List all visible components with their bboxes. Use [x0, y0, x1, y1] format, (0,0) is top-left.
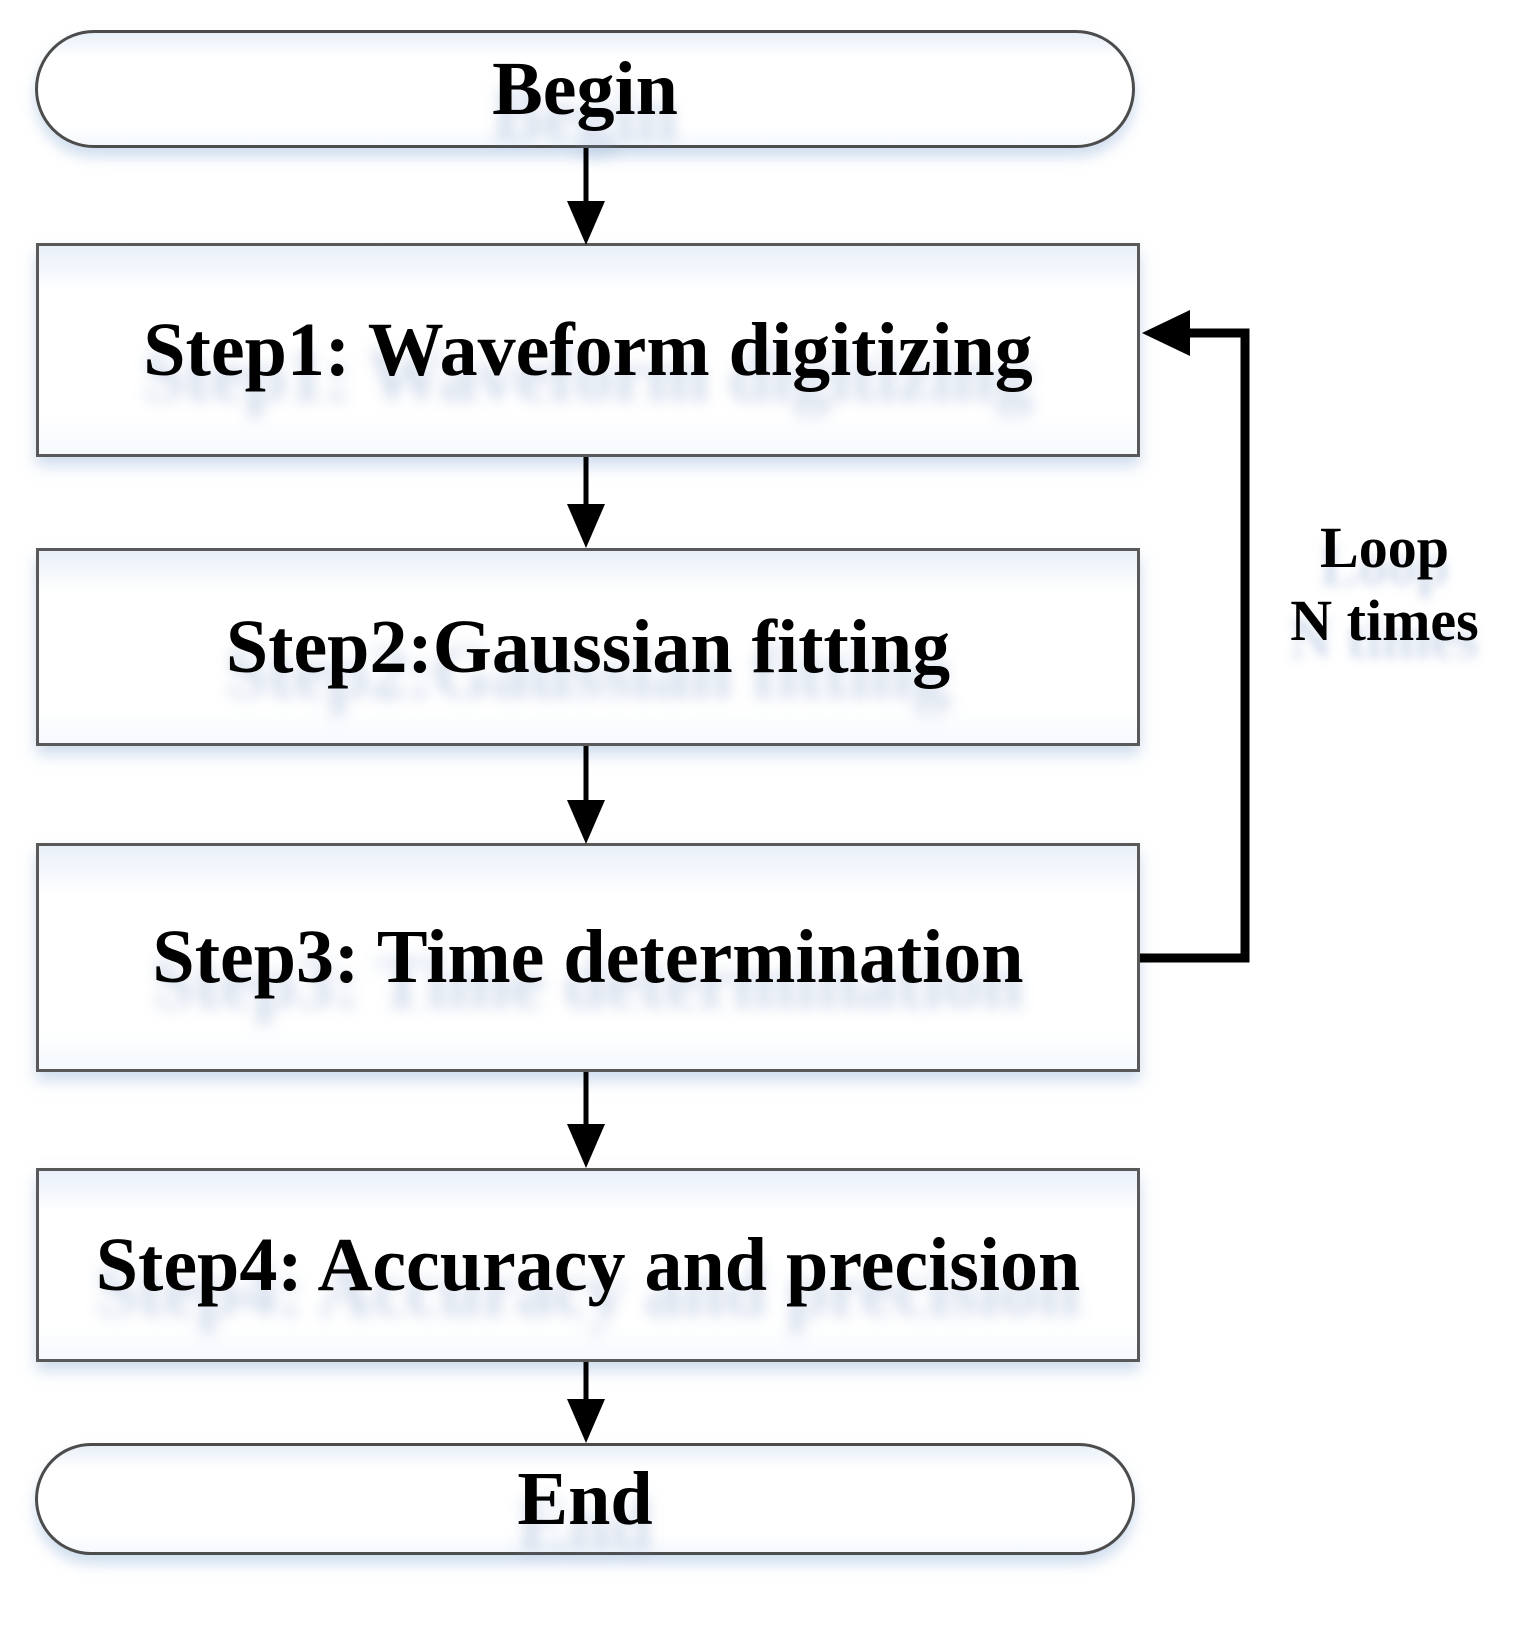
arrow-step4-to-end-head	[567, 1399, 605, 1443]
node-step2-gaussian-fitting: Step2:Gaussian fitting	[36, 548, 1140, 746]
node-end-label: End	[517, 1456, 653, 1541]
loop-arrow-head	[1142, 310, 1190, 356]
node-step1-label: Step1: Waveform digitizing	[143, 307, 1033, 392]
loop-label-line1: Loop	[1320, 515, 1449, 580]
arrow-step2-to-step3-head	[567, 800, 605, 844]
node-step3-label: Step3: Time determination	[152, 915, 1024, 999]
arrow-step1-to-step2-head	[567, 504, 605, 548]
node-step4-label: Step4: Accuracy and precision	[95, 1222, 1081, 1307]
arrow-begin-to-step1	[567, 148, 605, 245]
node-step3-time-determination: Step3: Time determination	[36, 843, 1140, 1072]
node-begin: Begin	[35, 30, 1135, 148]
node-begin-label: Begin	[492, 46, 678, 131]
loop-n-times-label: Loop N times	[1230, 512, 1539, 657]
arrow-step4-to-end	[567, 1362, 605, 1443]
arrow-step1-to-step2	[567, 457, 605, 548]
node-end: End	[35, 1443, 1135, 1555]
loop-label-line2: N times	[1290, 587, 1479, 653]
node-step1-waveform-digitizing: Step1: Waveform digitizing	[36, 243, 1140, 457]
arrow-begin-to-step1-head	[567, 201, 605, 245]
arrow-step3-to-step4-head	[567, 1124, 605, 1168]
arrow-step3-to-step4	[567, 1072, 605, 1168]
node-step2-label: Step2:Gaussian fitting	[225, 604, 951, 689]
node-step4-accuracy-precision: Step4: Accuracy and precision	[36, 1168, 1140, 1362]
arrow-step2-to-step3	[567, 746, 605, 844]
